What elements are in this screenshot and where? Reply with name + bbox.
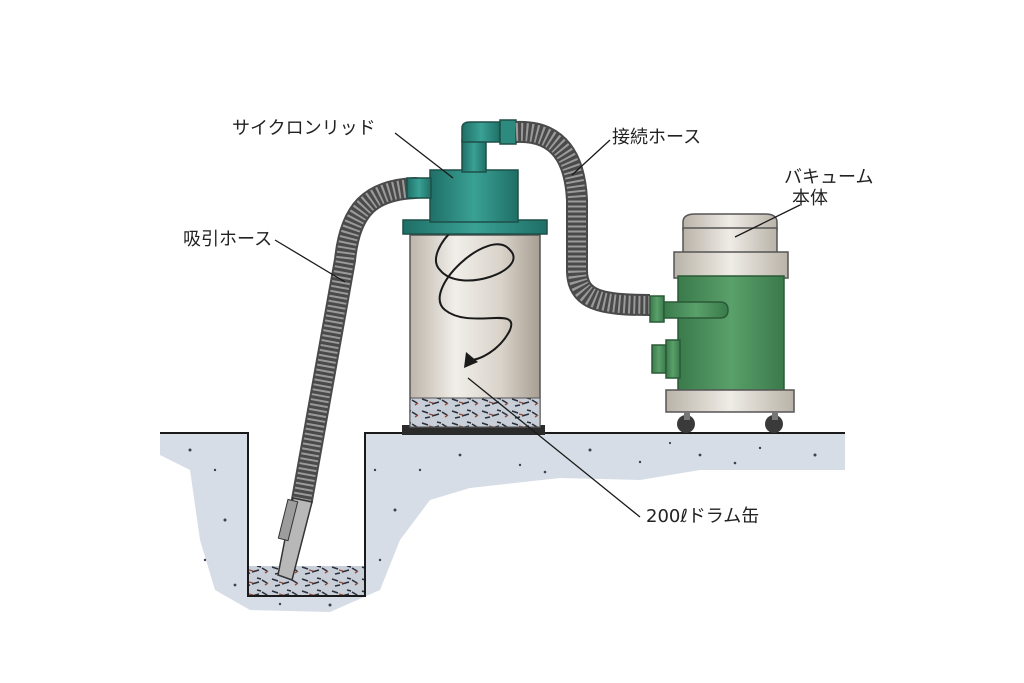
label-cyclone-lid: サイクロンリッド [232,118,376,139]
swirl-arrowhead [464,352,478,368]
cyclone-lid [402,119,548,235]
connection-hose [515,120,651,316]
suction-nozzle [277,497,313,581]
label-vacuum-main-line1: バキューム [784,167,874,188]
drum-can [402,234,545,435]
label-drum-can: 200ℓドラム缶 [646,506,760,527]
vacuum-main-unit [649,213,795,433]
pit-debris [249,566,364,595]
leader-lines [274,132,801,518]
label-vacuum-main-line2: 本体 [792,188,828,209]
label-suction-hose: 吸引ホース [183,229,273,250]
suction-hose [291,177,426,511]
label-connection-hose: 接続ホース [612,127,702,148]
